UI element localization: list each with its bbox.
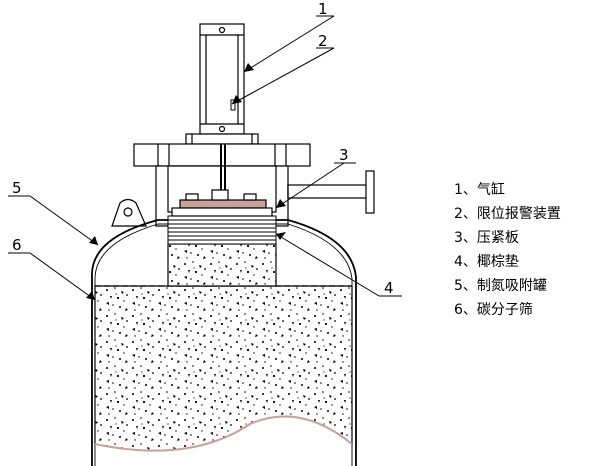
callout-5: 5 bbox=[12, 179, 22, 197]
parts-legend: 1、气缸 2、限位报警装置 3、压紧板 4、椰棕垫 5、制氮吸附罐 6、碳分子筛 bbox=[454, 178, 600, 322]
cylinder bbox=[185, 23, 259, 145]
leader-arrows bbox=[86, 63, 286, 300]
pressing-plate bbox=[171, 189, 273, 217]
callout-6: 6 bbox=[12, 236, 22, 254]
legend-item-coconut-pad: 4、椰棕垫 bbox=[454, 254, 519, 270]
outlet-pipe bbox=[287, 170, 375, 214]
limit-alarm-sensor bbox=[230, 99, 236, 111]
callout-3: 3 bbox=[339, 146, 349, 164]
legend-item-molecular-sieve: 6、碳分子筛 bbox=[454, 302, 533, 318]
callout-2: 2 bbox=[318, 32, 328, 50]
carbon-molecular-sieve bbox=[94, 285, 353, 452]
sieve-column bbox=[167, 243, 277, 287]
legend-item-nitrogen-tank: 5、制氮吸附罐 bbox=[454, 278, 547, 294]
legend-item-cylinder: 1、气缸 bbox=[454, 182, 505, 198]
lug-hole bbox=[123, 207, 133, 217]
callout-underlines bbox=[8, 15, 402, 297]
tank-bottom-break bbox=[94, 415, 353, 452]
leader-lines bbox=[29, 15, 380, 301]
callout-4: 4 bbox=[384, 279, 394, 297]
legend-item-limit-alarm: 2、限位报警装置 bbox=[454, 206, 561, 222]
coconut-palm-pad bbox=[167, 215, 277, 245]
legend-item-pressing-plate: 3、压紧板 bbox=[454, 230, 519, 246]
callout-1: 1 bbox=[318, 0, 328, 18]
